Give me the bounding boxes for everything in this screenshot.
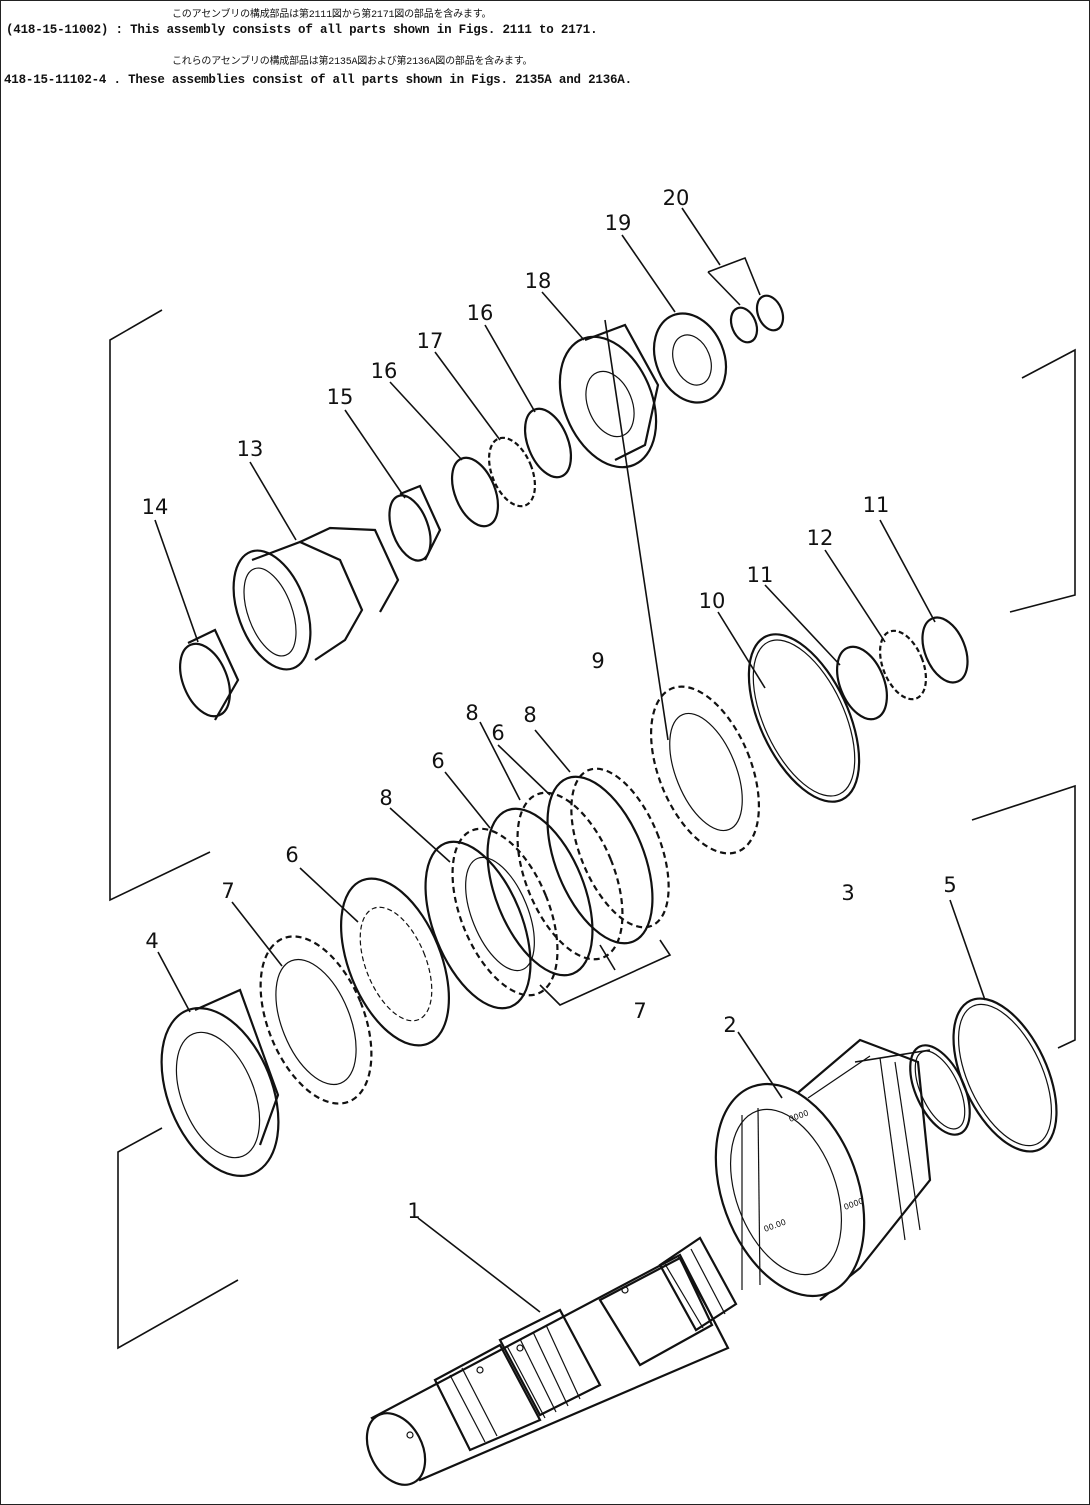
callout-14: 14 [142, 495, 169, 519]
header-note-en-2: 418-15-11102-4 . These assemblies consis… [4, 73, 632, 87]
part-9-plate [649, 685, 761, 855]
part-10-snap-ring [747, 633, 861, 803]
callout-5: 5 [943, 873, 956, 897]
callout-8a: 8 [379, 786, 392, 810]
header-note-en-1: (418-15-11002) : This assembly consists … [6, 23, 598, 37]
part-11-ring-a [836, 645, 888, 721]
callout-7a: 7 [221, 879, 234, 903]
part-16-ring-b [523, 407, 573, 479]
callout-16a: 16 [371, 359, 398, 383]
callout-6a: 6 [285, 843, 298, 867]
part-5-seal-ring-inner [957, 1003, 1053, 1147]
callout-9: 9 [591, 649, 604, 673]
callout-2: 2 [723, 1013, 736, 1037]
callout-11a: 11 [747, 563, 774, 587]
part-4-gear [160, 988, 280, 1177]
header-note-jp-2: これらのアセンブリの構成部品は第2135A図および第2136A図の部品を含みます… [172, 57, 533, 68]
part-13-hub [232, 526, 400, 671]
callout-4: 4 [145, 929, 158, 953]
part-1-shaft [365, 1236, 738, 1486]
leader-lines [154, 207, 986, 1313]
part-17-ring [487, 436, 537, 508]
callout-3: 3 [841, 881, 854, 905]
header-note-jp-1: このアセンブリの構成部品は第2111図から第2171図の部品を含みます。 [172, 10, 492, 21]
callout-16b: 16 [467, 301, 494, 325]
callout-10: 10 [699, 589, 726, 613]
frame-lines [109, 309, 1076, 1350]
callout-labels: 1 2 3 4 5 6 6 6 7 7 8 8 8 9 10 11 12 11 … [142, 186, 957, 1223]
part-5-seal-ring [952, 997, 1058, 1153]
part-19-bearing [652, 312, 728, 404]
callout-1: 1 [407, 1199, 420, 1223]
part-16-ring-a [450, 456, 500, 528]
callout-8c: 8 [523, 703, 536, 727]
part-7-plate-front [259, 935, 373, 1105]
callout-13: 13 [237, 437, 264, 461]
part-12-ring [878, 629, 928, 701]
part-20-rings [707, 256, 785, 344]
part-15-bearing [388, 484, 442, 562]
callout-20: 20 [663, 186, 690, 210]
callout-7b: 7 [633, 999, 646, 1023]
callout-17: 17 [417, 329, 444, 353]
part-14-bearing [179, 628, 240, 721]
callout-19: 19 [605, 211, 632, 235]
part-11-ring-b [921, 616, 969, 684]
callout-15: 15 [327, 385, 354, 409]
callout-11b: 11 [863, 493, 890, 517]
clutch-pack [424, 767, 672, 1010]
callout-6c: 6 [491, 721, 504, 745]
callout-12: 12 [807, 526, 834, 550]
part-2-housing: 0000 0000 00.00 [714, 1038, 932, 1301]
part-10-snap-ring-inner [752, 639, 856, 797]
callout-6b: 6 [431, 749, 444, 773]
callout-18-label: 18 [525, 269, 552, 293]
callout-8b: 8 [465, 701, 478, 725]
